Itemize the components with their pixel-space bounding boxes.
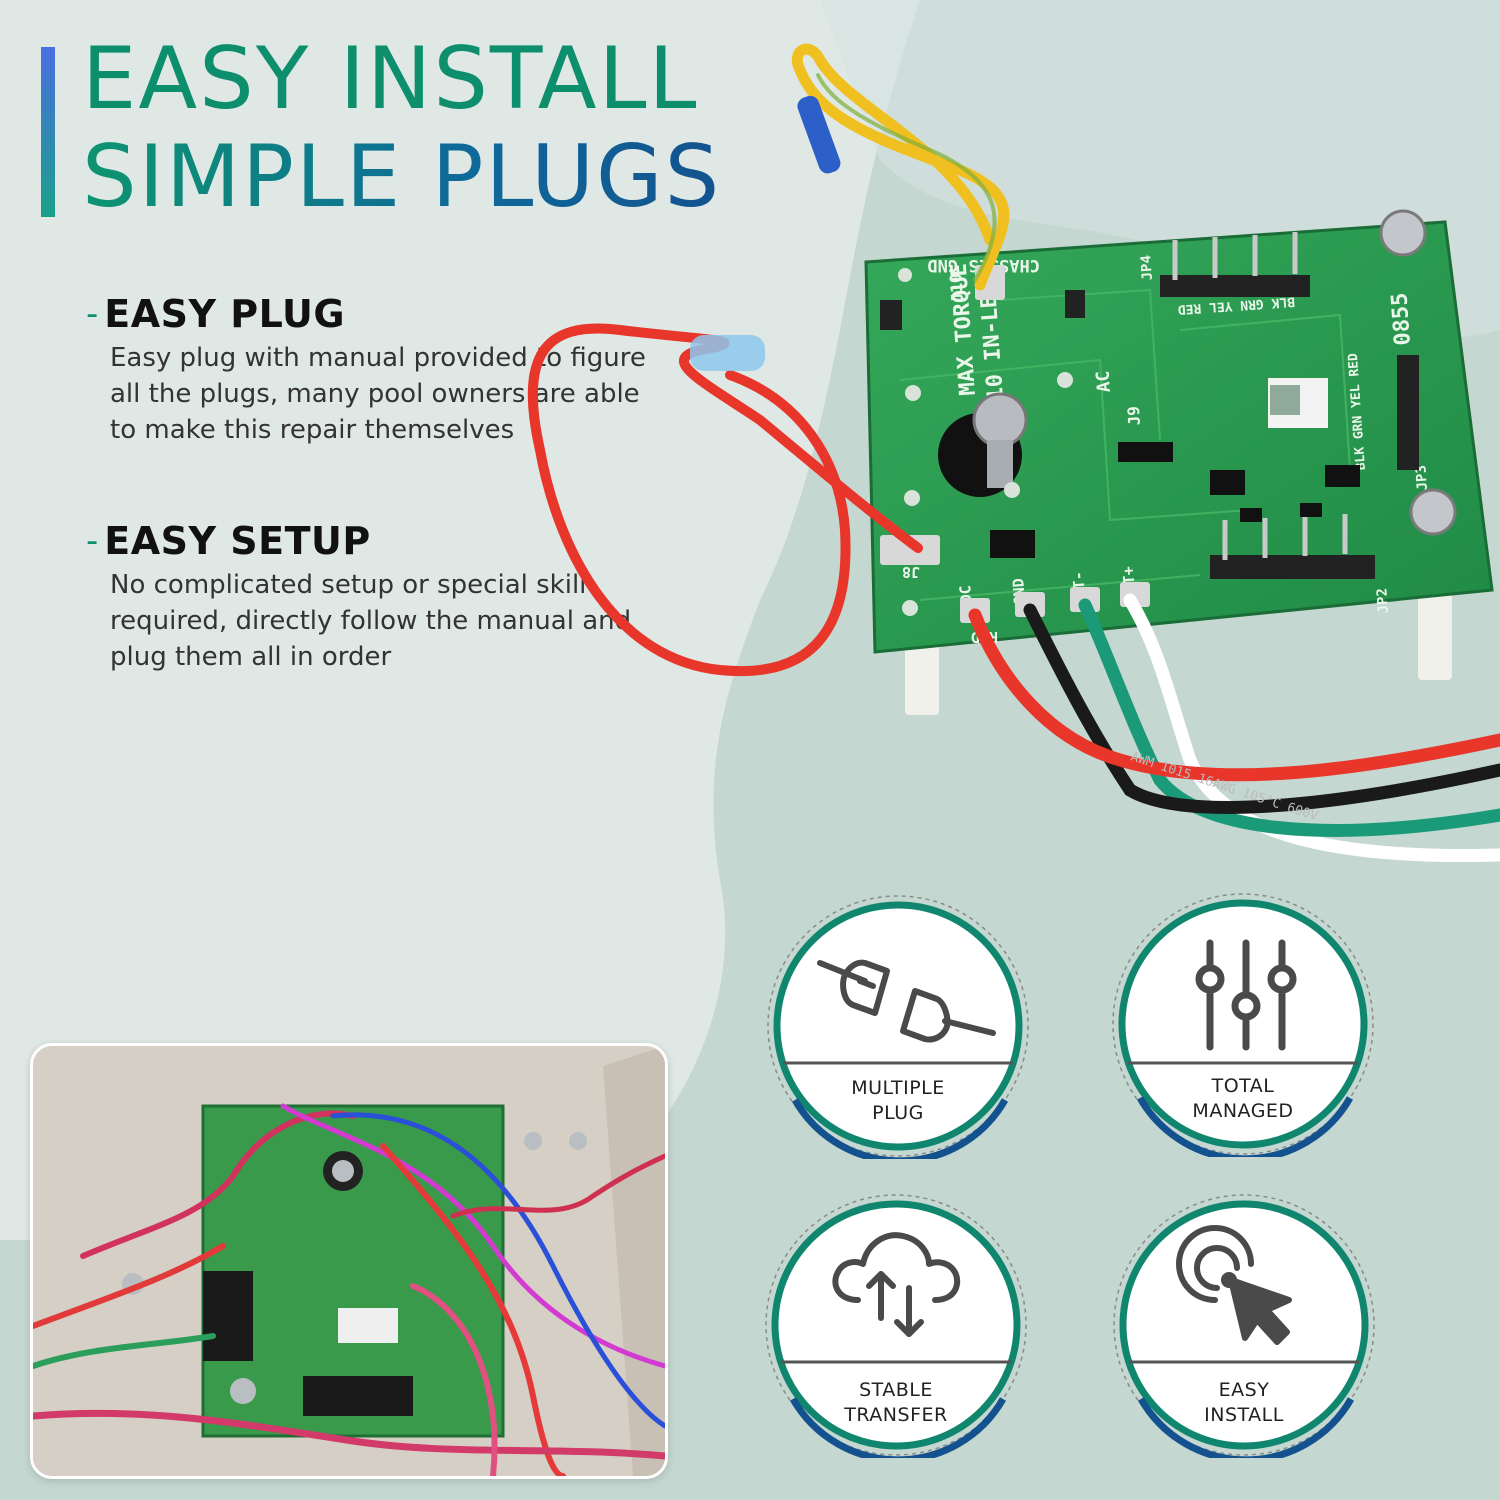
badge-stable-transfer: STABLE TRANSFER — [763, 1192, 1029, 1464]
resistor-r1 — [1118, 442, 1173, 462]
badge-ring — [765, 1194, 1027, 1464]
sliders-icon — [1195, 939, 1297, 1051]
headline-line-2: SIMPLE PLUGS — [82, 127, 722, 227]
component — [1065, 290, 1085, 318]
standoff — [1418, 590, 1452, 680]
badge-label-line: MULTIPLE — [851, 1077, 945, 1099]
board-label-j8: J8 — [902, 563, 920, 581]
feature-easy-plug: - EASY PLUG Easy plug with manual provid… — [86, 292, 706, 448]
badge-label-line: MANAGED — [1192, 1100, 1294, 1122]
feature-description: No complicated setup or special skill re… — [110, 570, 632, 672]
feature-title: EASY PLUG — [104, 292, 346, 336]
badge-label-line: EASY — [1218, 1379, 1270, 1401]
component — [1325, 465, 1360, 487]
badge-ring — [1112, 893, 1374, 1163]
badge-label-line: STABLE — [859, 1379, 933, 1401]
headline: EASY INSTALL SIMPLE PLUGS — [82, 30, 721, 226]
wire-connector — [690, 335, 765, 371]
badge-label-line: TRANSFER — [844, 1404, 948, 1426]
header-jp3 — [1397, 355, 1419, 470]
board-label-jp3: JP3 — [1413, 464, 1431, 490]
wire-red — [968, 608, 1500, 782]
header-jp4 — [1160, 232, 1310, 297]
qr-code — [1270, 385, 1300, 415]
wire-green — [1078, 598, 1500, 837]
board-label-ac: AC — [1093, 370, 1115, 393]
screw-icon — [972, 392, 1028, 448]
badge-label-line: INSTALL — [1204, 1404, 1284, 1426]
inset-illustration — [33, 1046, 665, 1476]
wire-black — [1023, 603, 1500, 814]
cloud-transfer-icon — [832, 1232, 961, 1337]
feature-title: EASY SETUP — [104, 519, 371, 563]
board-label-j9: J9 — [1124, 406, 1144, 427]
badge-total-managed: TOTAL MANAGED — [1110, 891, 1376, 1163]
board-label-j10: J10 — [946, 273, 967, 303]
board-label-number: 0855 — [1387, 292, 1416, 347]
header-jp2 — [1210, 514, 1375, 579]
badge-label: MULTIPLE PLUG — [765, 1076, 1031, 1126]
badge-label-line: TOTAL — [1211, 1075, 1275, 1097]
feature-description: Easy plug with manual provided to figure… — [110, 343, 646, 445]
click-icon — [1176, 1225, 1292, 1345]
badge-label-line: PLUG — [872, 1102, 924, 1124]
wire-yellow — [791, 43, 1010, 291]
board-label-jp2: JP2 — [1374, 587, 1392, 613]
badge-label: TOTAL MANAGED — [1110, 1074, 1376, 1124]
title-accent-bar — [41, 47, 55, 217]
screw-icon — [1379, 209, 1427, 257]
wire-red — [527, 323, 923, 677]
feature-easy-setup: - EASY SETUP No complicated setup or spe… — [86, 519, 706, 675]
badge-multiple-plug: MULTIPLE PLUG — [765, 893, 1031, 1165]
badge-label: EASY INSTALL — [1111, 1378, 1377, 1428]
feature-dash: - — [86, 294, 99, 334]
component — [990, 530, 1035, 558]
board-label-jp4: JP4 — [1138, 254, 1156, 280]
plug-icon — [817, 959, 996, 1043]
screw-shaft — [987, 440, 1013, 488]
badge-label: STABLE TRANSFER — [763, 1378, 1029, 1428]
component — [1210, 470, 1245, 495]
standoff — [905, 640, 939, 715]
wire-connector — [797, 95, 841, 174]
component — [1240, 508, 1262, 522]
headline-line-1: EASY INSTALL — [82, 29, 699, 129]
feature-dash: - — [86, 521, 99, 561]
badge-easy-install: EASY INSTALL — [1111, 1192, 1377, 1464]
screw-icon — [1409, 488, 1457, 536]
installed-board-photo — [30, 1043, 668, 1479]
component — [1300, 503, 1322, 517]
component — [880, 300, 902, 330]
